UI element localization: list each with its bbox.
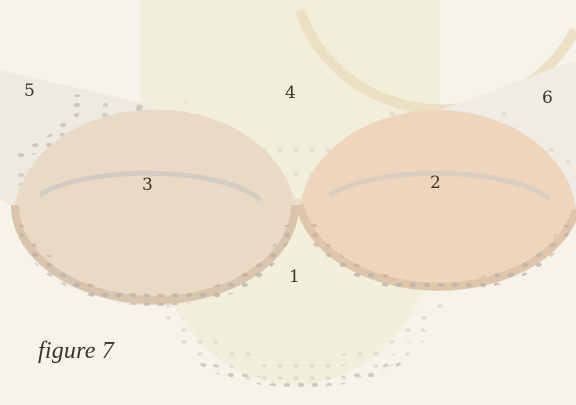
piece-label-3: 3 <box>142 177 153 194</box>
figure-caption: figure 7 <box>38 338 114 365</box>
piece-label-1: 1 <box>289 269 300 286</box>
piece-label-2: 2 <box>430 175 441 192</box>
piece-label-4: 4 <box>285 85 296 102</box>
piece-label-5: 5 <box>24 83 35 100</box>
piece-label-6: 6 <box>542 90 553 107</box>
